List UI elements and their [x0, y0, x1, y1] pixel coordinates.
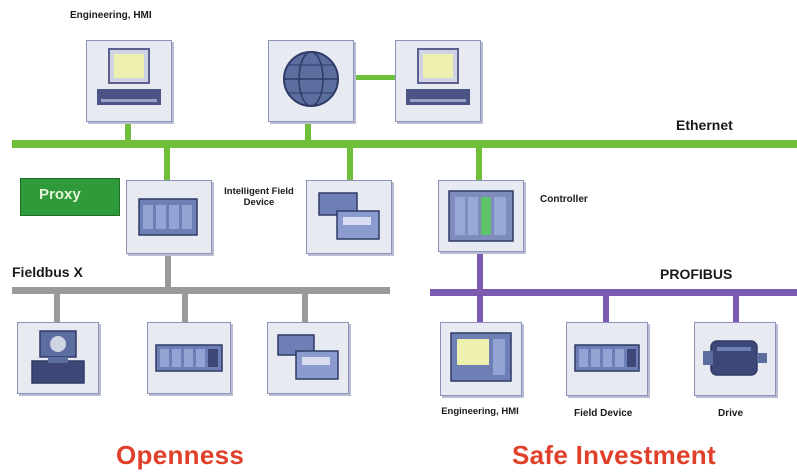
plc-module-icon	[138, 198, 198, 236]
openness-label: Openness	[116, 440, 245, 470]
globe-icon	[283, 51, 339, 107]
proxy-label: Proxy	[39, 186, 81, 203]
proxy-tag: Proxy	[20, 178, 120, 216]
fieldbus-x-label: Fieldbus X	[12, 264, 83, 280]
fieldbus-device-io	[147, 322, 231, 394]
fieldbus-drop-2	[182, 292, 188, 322]
ethernet-drop-proxy	[164, 146, 170, 180]
ethernet-drop-controller	[476, 146, 482, 180]
fieldbus-x-bus	[12, 287, 390, 294]
ethernet-drop-engineering	[125, 120, 131, 142]
controller-device	[438, 180, 524, 252]
controller-to-profibus	[477, 250, 483, 292]
safe-investment-label: Safe Investment	[512, 440, 716, 470]
internet-globe-box	[268, 40, 354, 122]
drive-label: Drive	[718, 408, 744, 419]
io-module-icon	[574, 344, 640, 372]
engineering-hmi-top-label: Engineering, HMI	[70, 10, 152, 21]
controller-label: Controller	[540, 194, 588, 205]
controller-icon	[448, 190, 514, 242]
field-device-icon	[318, 192, 380, 240]
profibus-label: PROFIBUS	[660, 266, 733, 282]
ethernet-bus	[12, 140, 797, 148]
profibus-bus	[430, 289, 797, 296]
ethernet-drop-intelligent-device	[347, 146, 353, 180]
field-device-icon	[277, 334, 339, 380]
fieldbus-device-meter	[17, 322, 99, 394]
profibus-drop-2	[603, 294, 609, 322]
engineering-hmi-workstation	[86, 40, 172, 122]
io-module-icon	[155, 344, 223, 372]
fieldbus-drop-1	[54, 292, 60, 322]
profibus-field-device	[566, 322, 648, 396]
field-device-label: Field Device	[574, 408, 633, 419]
profibus-drop-3	[733, 294, 739, 322]
hmi-panel-icon	[450, 332, 512, 382]
hmi-workstation-right	[395, 40, 481, 122]
intelligent-field-device	[306, 180, 392, 254]
computer-icon	[406, 48, 470, 105]
ethernet-label: Ethernet	[676, 117, 733, 133]
profibus-drive	[694, 322, 776, 396]
computer-icon	[97, 48, 161, 105]
profibus-engineering-hmi	[440, 322, 522, 396]
profibus-drop-1	[477, 294, 483, 322]
ethernet-drop-internet	[305, 120, 311, 142]
engineering-hmi-bottom-label: Engineering, HMI	[441, 406, 519, 417]
proxy-device	[126, 180, 212, 254]
fieldbus-drop-3	[302, 292, 308, 322]
motor-drive-icon	[703, 340, 767, 376]
flow-meter-icon	[31, 330, 85, 384]
intelligent-field-device-label: Intelligent Field Device	[224, 186, 294, 208]
fieldbus-device-panel	[267, 322, 349, 394]
proxy-to-fieldbus	[165, 252, 171, 288]
internet-to-pc-link	[352, 75, 397, 80]
